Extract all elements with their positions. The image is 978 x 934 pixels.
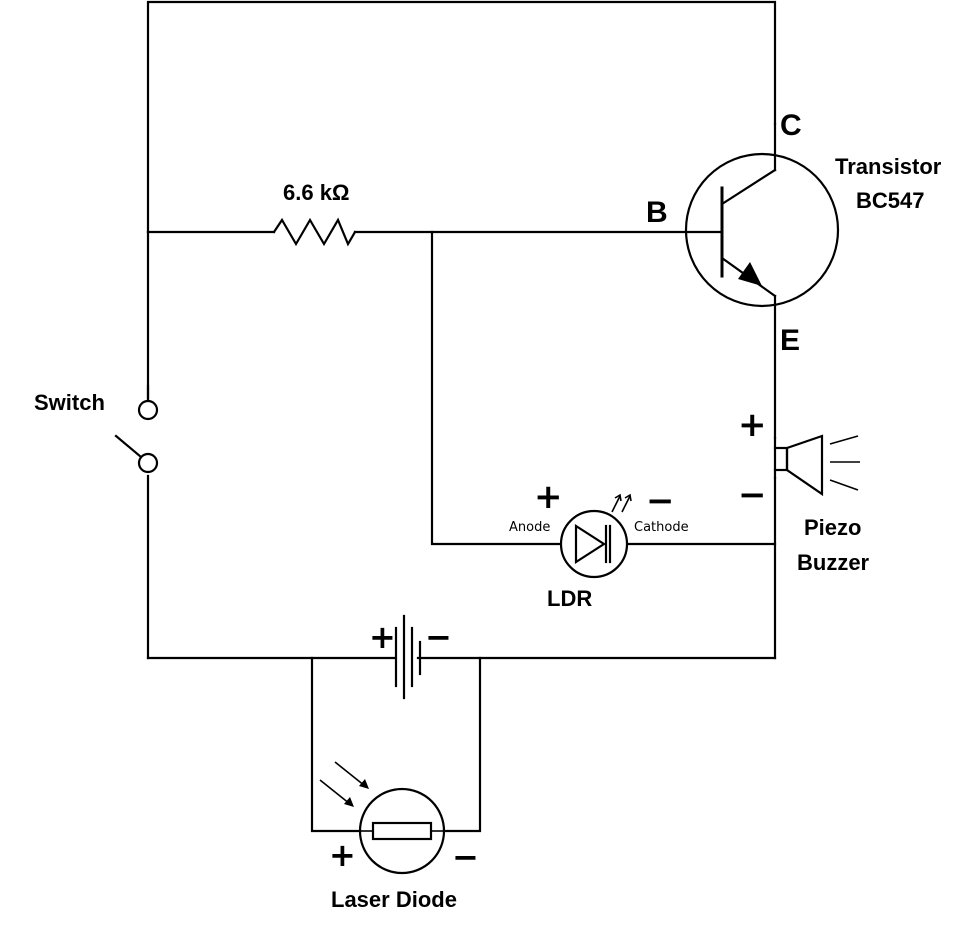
wire-laser-right xyxy=(442,656,482,833)
ldr: + − Anode Cathode LDR xyxy=(509,477,689,611)
cathode-label: Cathode xyxy=(634,520,689,535)
piezo-buzzer: + − Piezo Buzzer xyxy=(738,405,870,575)
buzzer-minus-sign: − xyxy=(738,475,767,515)
wires xyxy=(146,0,777,833)
wire-top xyxy=(146,0,777,234)
buzzer-label-line1: Piezo xyxy=(804,515,861,540)
incoming-light-icon xyxy=(319,779,351,805)
transistor: C B E Transistor BC547 xyxy=(646,109,942,357)
laser-element xyxy=(371,821,433,841)
sound-wave-icon xyxy=(829,479,859,491)
pin-c-label: C xyxy=(780,109,802,142)
laser-label: Laser Diode xyxy=(331,887,457,912)
buzzer-plus-sign: + xyxy=(738,405,767,445)
switch-contact-top xyxy=(137,399,159,421)
ldr-minus-sign: − xyxy=(646,481,675,521)
buzzer-cone xyxy=(785,434,824,497)
switch-lever xyxy=(114,434,143,459)
transistor-body xyxy=(684,152,840,308)
wire-laser-left xyxy=(310,656,362,833)
incoming-light-arrowhead-icon xyxy=(344,797,354,807)
ldr-body xyxy=(559,509,629,579)
switch-label: Switch xyxy=(34,390,105,415)
incoming-light-icon xyxy=(334,761,366,787)
emitter-arrow-icon xyxy=(738,262,762,286)
ldr-triangle xyxy=(574,523,607,565)
wire-ldr-left xyxy=(430,230,562,546)
laser-minus-sign: − xyxy=(452,838,479,876)
light-arrowhead-icon xyxy=(614,493,622,502)
resistor: 6.6 kΩ xyxy=(272,180,357,247)
battery: + − xyxy=(369,614,452,700)
light-arrow-icon xyxy=(611,495,621,513)
buzzer-label-line2: Buzzer xyxy=(797,550,870,575)
switch-contact-bottom xyxy=(137,452,159,474)
resistor-zigzag xyxy=(272,217,357,247)
ldr-plus-sign: + xyxy=(534,477,563,517)
light-arrow-icon xyxy=(621,495,631,513)
battery-minus-sign: − xyxy=(425,618,452,656)
transistor-model-label: BC547 xyxy=(856,188,924,213)
ldr-label: LDR xyxy=(547,586,592,611)
light-arrowhead-icon xyxy=(624,493,632,502)
buzzer-stem xyxy=(773,446,789,472)
pin-b-label: B xyxy=(646,196,668,229)
transistor-collector-leg xyxy=(720,168,777,206)
laser-plus-sign: + xyxy=(329,836,356,874)
pin-e-label: E xyxy=(780,324,800,357)
resistor-label: 6.6 kΩ xyxy=(283,180,350,205)
laser-diode: + − Laser Diode xyxy=(319,761,479,912)
battery-plus-sign: + xyxy=(369,618,396,656)
sound-wave-icon xyxy=(829,435,859,445)
incoming-light-arrowhead-icon xyxy=(359,779,369,789)
anode-label: Anode xyxy=(509,520,550,535)
transistor-name-label: Transistor xyxy=(835,154,942,179)
switch: Switch xyxy=(34,384,159,474)
